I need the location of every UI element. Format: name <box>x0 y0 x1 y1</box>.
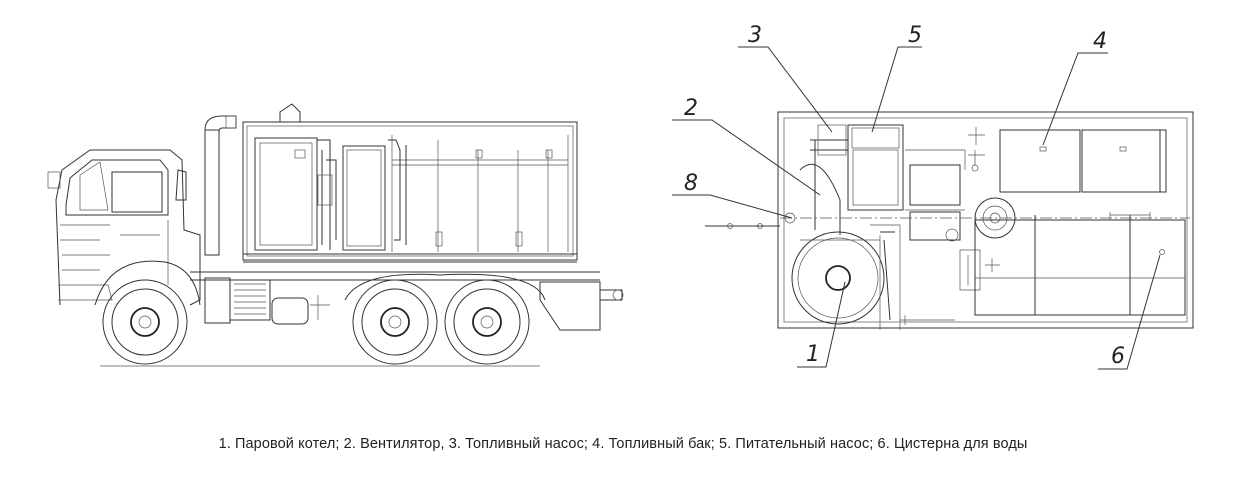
callout-2: 2 <box>672 96 821 196</box>
plan-view: 2 3 5 4 8 1 6 <box>672 23 1194 370</box>
boiler-plan <box>791 231 895 325</box>
fuel-tank-plan <box>999 129 1167 193</box>
equipment-cluster <box>799 124 981 330</box>
truck-side-view <box>47 103 624 367</box>
water-tank-plan <box>974 215 1186 316</box>
plan-outline <box>777 111 1194 329</box>
rear-fenders <box>344 273 546 301</box>
chassis-frame <box>190 271 624 331</box>
callout-label-3: 3 <box>748 23 762 48</box>
callout-label-4: 4 <box>1093 29 1107 54</box>
callout-4: 4 <box>1042 29 1108 146</box>
callout-3: 3 <box>738 23 833 133</box>
rear-wheel-1 <box>352 279 438 365</box>
figure-caption: 1. Паровой котел; 2. Вентилятор, 3. Топл… <box>218 436 1028 452</box>
callout-label-6: 6 <box>1111 344 1125 369</box>
callout-1: 1 <box>797 281 846 368</box>
callout-label-1: 1 <box>806 342 820 367</box>
callout-8: 8 <box>672 171 793 219</box>
callout-6: 6 <box>1098 254 1161 370</box>
callout-label-8: 8 <box>684 171 698 196</box>
callout-5: 5 <box>871 23 922 133</box>
truck-cab <box>47 149 201 306</box>
truck-body <box>242 103 578 263</box>
rear-wheel-2 <box>444 279 530 365</box>
front-wheel <box>94 260 201 365</box>
exhaust-stack <box>204 115 237 256</box>
callout-label-5: 5 <box>908 23 922 48</box>
callout-label-2: 2 <box>684 96 698 121</box>
